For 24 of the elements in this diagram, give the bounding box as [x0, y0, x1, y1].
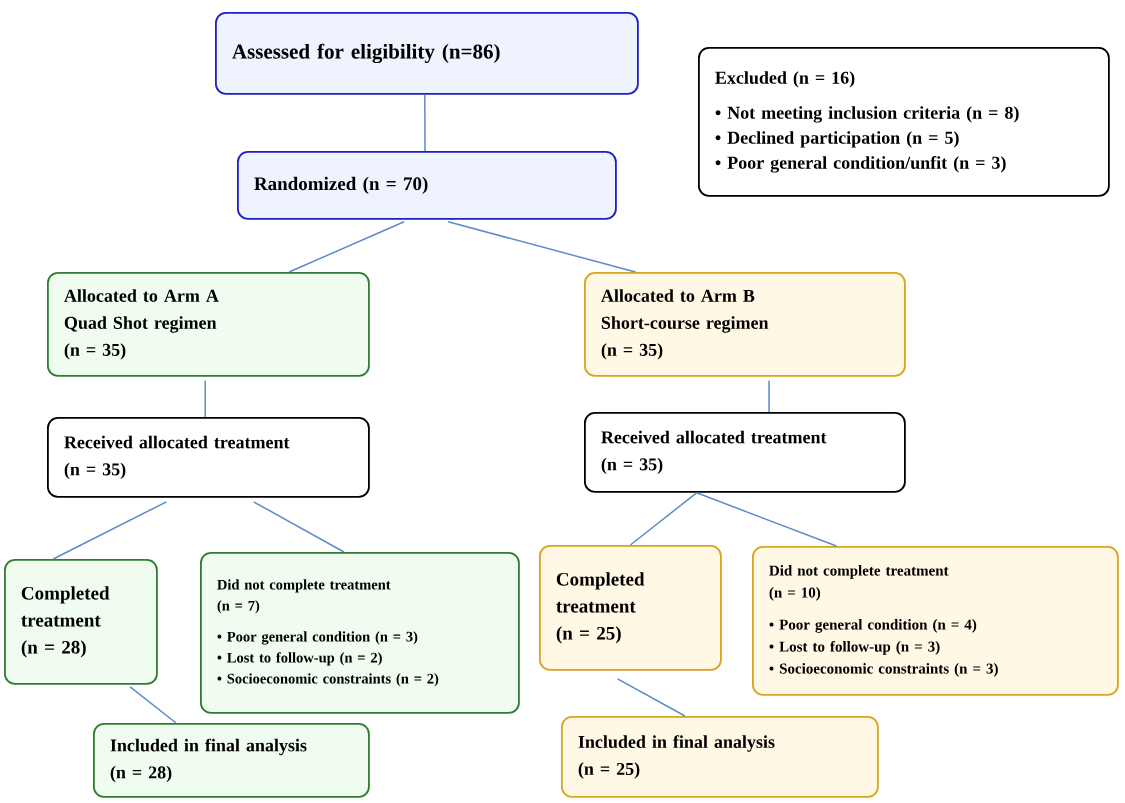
flow-box: Randomized (n = 70) [237, 151, 617, 220]
flow-box: Included in final analysis (n = 25) [561, 716, 879, 798]
connector-line [204, 380, 206, 418]
flow-box: Included in final analysis (n = 28) [93, 723, 370, 798]
connector-line [629, 492, 698, 546]
flow-box: Received allocated treatment (n = 35) [47, 417, 370, 498]
flow-box: Excluded (n = 16) • Not meeting inclusion criteria (n = 8) • Declined participation (n = 5) • Poor general condition/unfit (n = 3) [698, 47, 1110, 197]
flow-box: Assessed for eligibility (n=86) [215, 12, 639, 95]
connector-line [424, 94, 426, 152]
flow-box: Did not complete treatment (n = 7) • Poor general condition (n = 3) • Lost to follow-up (n = 2) • Socioeconomic constraints (n = 2) [200, 552, 520, 714]
connector-line [252, 501, 345, 553]
connector-line [52, 501, 168, 560]
flow-box: Completed treatment (n = 25) [539, 545, 722, 671]
flow-box: Allocated to Arm A Quad Shot regimen (n = 35) [47, 272, 370, 377]
connector-line [616, 678, 686, 717]
connector-line [288, 221, 405, 273]
flow-box: Completed treatment (n = 28) [4, 559, 158, 685]
flow-box: Received allocated treatment (n = 35) [584, 412, 906, 493]
connector-line [447, 221, 637, 273]
flow-box: Did not complete treatment (n = 10) • Poor general condition (n = 4) • Lost to follow-up (n = 3) • Socioeconomic constraints (n = 3) [752, 546, 1119, 696]
connector-line [695, 492, 838, 547]
connector-line [129, 686, 177, 724]
connector-line [768, 380, 770, 413]
flow-box: Allocated to Arm B Short-course regimen (n = 35) [584, 272, 906, 377]
